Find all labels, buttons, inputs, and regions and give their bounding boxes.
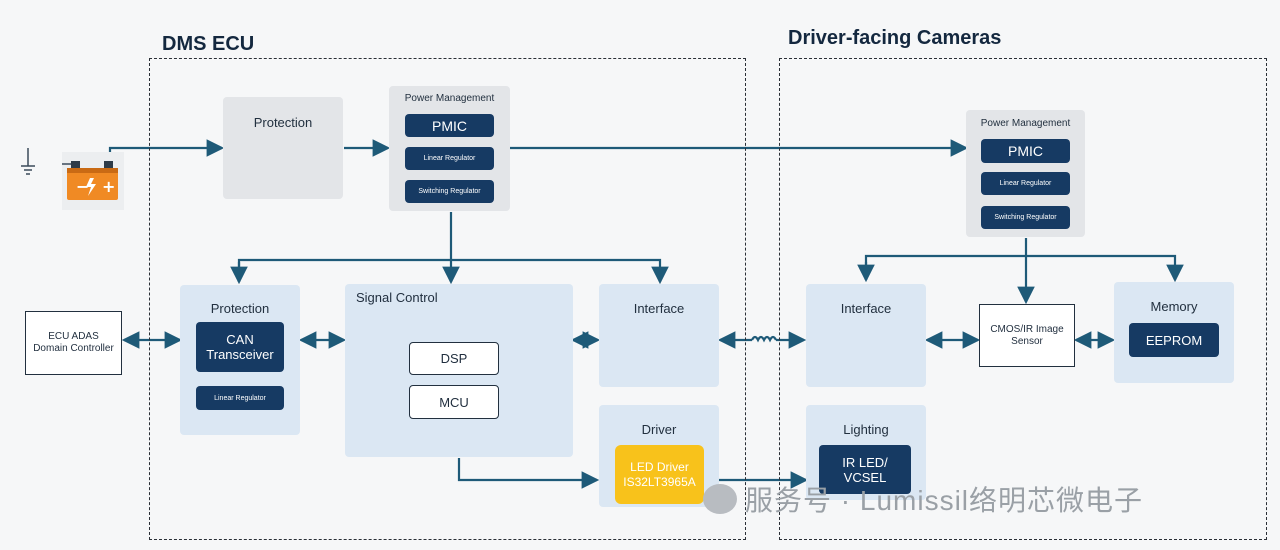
ecu-linear-regulator: Linear Regulator <box>405 147 494 170</box>
eeprom-block: EEPROM <box>1129 323 1219 357</box>
wechat-icon <box>703 484 737 514</box>
ecu-switching-regulator: Switching Regulator <box>405 180 494 203</box>
dsp-block: DSP <box>409 342 499 375</box>
lighting-block: Lighting IR LED/ VCSEL <box>806 405 926 500</box>
cameras-container <box>779 58 1267 540</box>
ecu-power-management: Power Management PMIC Linear Regulator S… <box>389 86 510 211</box>
driver-block: Driver LED Driver IS32LT3965A <box>599 405 719 507</box>
memory-title: Memory <box>1150 299 1198 314</box>
protection-block-top: Protection <box>223 97 343 199</box>
line-signal-driver <box>457 458 600 489</box>
protection-can-block: Protection CAN Transceiver Linear Regula… <box>180 285 300 435</box>
camera-pm-title: Power Management <box>980 118 1071 129</box>
signal-control-block: Signal Control DSP MCU <box>345 284 573 457</box>
camera-switching-regulator: Switching Regulator <box>981 206 1070 229</box>
signal-control-title: Signal Control <box>356 290 438 305</box>
cameras-title: Driver-facing Cameras <box>788 27 1002 49</box>
memory-block: Memory EEPROM <box>1114 282 1234 383</box>
svg-text:−: − <box>76 177 89 196</box>
camera-interface-label: Interface <box>840 301 892 316</box>
coil-cable-symbol <box>751 335 777 343</box>
camera-interface-block: Interface <box>806 284 926 387</box>
protection-can-title: Protection <box>210 301 270 316</box>
image-sensor-block: CMOS/IR Image Sensor <box>979 304 1075 367</box>
camera-pmic: PMIC <box>981 139 1070 163</box>
ecu-interface-block: Interface <box>599 284 719 387</box>
dms-ecu-container <box>149 58 746 540</box>
camera-power-management: Power Management PMIC Linear Regulator S… <box>966 110 1085 237</box>
ecu-pm-title: Power Management <box>404 93 495 104</box>
camera-linear-regulator: Linear Regulator <box>981 172 1070 195</box>
ir-led-vcsel: IR LED/ VCSEL <box>819 445 911 494</box>
can-transceiver: CAN Transceiver <box>196 322 284 372</box>
protection-top-label: Protection <box>253 115 313 130</box>
lighting-title: Lighting <box>843 422 889 437</box>
watermark-text: 服务号 · Lumissil络明芯微电子 <box>745 485 1144 516</box>
ecu-interface-label: Interface <box>633 301 685 316</box>
ecu-pmic: PMIC <box>405 114 494 137</box>
watermark: 服务号 · Lumissil络明芯微电子 <box>703 479 1263 519</box>
car-battery-icon: − + <box>62 152 124 210</box>
protection-linear-regulator: Linear Regulator <box>196 386 284 410</box>
svg-text:+: + <box>102 177 115 196</box>
ground-symbol-icon <box>20 148 36 178</box>
driver-title: Driver <box>641 422 677 437</box>
mcu-block: MCU <box>409 385 499 419</box>
external-ecu-box: ECU ADAS Domain Controller <box>25 311 122 375</box>
dms-ecu-title: DMS ECU <box>162 33 255 55</box>
led-driver: LED Driver IS32LT3965A <box>615 445 704 504</box>
